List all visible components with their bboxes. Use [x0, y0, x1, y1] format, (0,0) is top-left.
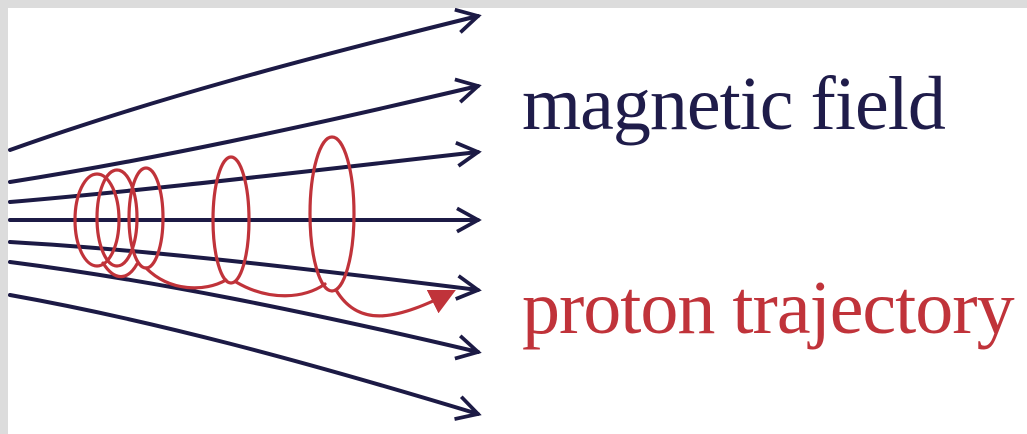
trajectory-arc-1 [101, 261, 139, 279]
proton-trajectory [73, 135, 456, 318]
field-line-7 [8, 293, 482, 421]
field-lines [8, 7, 482, 421]
field-line-5 [8, 240, 482, 301]
trajectory-loop-5 [308, 135, 356, 293]
trajectory-arc-2 [144, 266, 228, 290]
field-line-1 [8, 7, 482, 152]
field-line-2 [8, 77, 482, 184]
trajectory-loop-2 [95, 168, 139, 268]
magnetic-field-label: magnetic field [522, 62, 946, 146]
field-line-6 [8, 260, 482, 361]
field-line-3 [8, 141, 482, 204]
trajectory-arc-3 [234, 280, 327, 298]
proton-trajectory-label: proton trajectory [522, 266, 1015, 350]
trajectory-loop-1 [73, 172, 121, 268]
trajectory-arc-4 [334, 288, 456, 318]
trajectory-loop-4 [211, 155, 251, 285]
